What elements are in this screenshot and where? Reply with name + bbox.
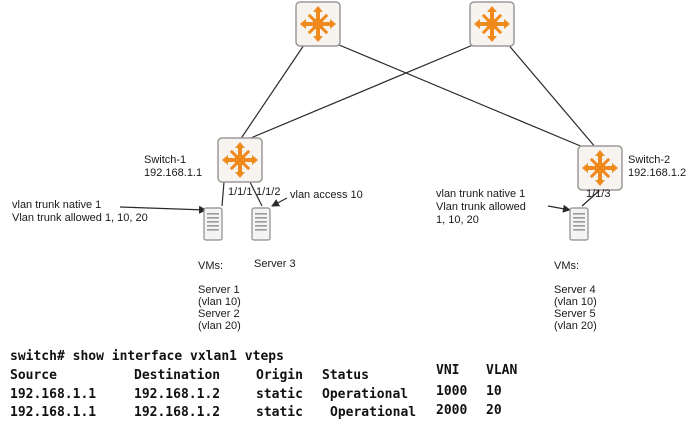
switch1-ip: 192.168.1.1 xyxy=(144,167,203,179)
cli-row2-status: Operational xyxy=(330,405,417,420)
link-switch2-server-right xyxy=(581,189,601,207)
cli-row2-origin: static xyxy=(256,405,303,420)
vms-right-title: VMs: xyxy=(554,260,580,272)
cli-row2-source: 192.168.1.1 xyxy=(10,405,97,420)
cli-header-source: Source xyxy=(10,368,57,383)
right-trunk-vlans: 1, 10, 20 xyxy=(436,214,479,226)
cli-row2-vlan: 20 xyxy=(486,403,502,418)
port-1-1-1: 1/1/1 xyxy=(228,186,253,198)
arrow-access xyxy=(271,197,288,207)
cli-row1-vni: 1000 xyxy=(436,384,468,399)
server3-icon xyxy=(251,207,271,241)
cli-row1-origin: static xyxy=(256,387,303,402)
cli-row1-destination: 192.168.1.2 xyxy=(134,387,221,402)
server3-label: Server 3 xyxy=(254,258,296,270)
vm-server4-vlan: (vlan 10) xyxy=(554,296,597,308)
port-1-1-2: 1/1/2 xyxy=(256,186,281,198)
vm-server1: Server 1 xyxy=(198,284,240,296)
vm-server1-vlan: (vlan 10) xyxy=(198,296,241,308)
link-spine2-switch1 xyxy=(245,41,481,141)
switch-1-icon xyxy=(217,137,263,183)
server-right-icon xyxy=(569,207,589,241)
left-trunk-allowed: Vlan trunk allowed 1, 10, 20 xyxy=(12,212,148,224)
spine-switch-1-icon xyxy=(295,1,341,47)
cli-row1-status: Operational xyxy=(322,387,409,402)
switch2-ip: 192.168.1.2 xyxy=(628,167,687,179)
right-trunk-allowed: Vlan trunk allowed xyxy=(436,201,526,213)
vms-left-title: VMs: xyxy=(198,260,224,272)
cli-header-vni: VNI xyxy=(436,363,460,378)
switch-2-icon xyxy=(577,145,623,191)
cli-row2-vni: 2000 xyxy=(436,403,468,418)
left-trunk-native: vlan trunk native 1 xyxy=(12,199,102,211)
arrow-left-trunk xyxy=(119,205,207,214)
link-switch1-server-left xyxy=(221,181,225,207)
link-spine1-switch1 xyxy=(239,41,307,141)
switch2-name: Switch-2 xyxy=(628,154,671,166)
link-switch1-server3 xyxy=(249,181,263,207)
spine-switch-2-icon xyxy=(469,1,515,47)
right-trunk-native: vlan trunk native 1 xyxy=(436,188,526,200)
uplink-lines xyxy=(239,41,597,151)
link-spine1-switch2 xyxy=(331,41,591,151)
cli-row1-vlan: 10 xyxy=(486,384,502,399)
access-vlan-label: vlan access 10 xyxy=(290,189,363,201)
vm-server5-vlan: (vlan 20) xyxy=(554,320,597,332)
cli-row1-source: 192.168.1.1 xyxy=(10,387,97,402)
cli-header-origin: Origin xyxy=(256,368,303,383)
switch1-name: Switch-1 xyxy=(144,154,187,166)
cli-row2-destination: 192.168.1.2 xyxy=(134,405,221,420)
cli-header-status: Status xyxy=(322,368,369,383)
cli-header-destination: Destination xyxy=(134,368,221,383)
arrow-right-trunk xyxy=(547,204,571,213)
vm-server2-vlan: (vlan 20) xyxy=(198,320,241,332)
vm-server5: Server 5 xyxy=(554,308,596,320)
port-1-1-3: 1/1/3 xyxy=(586,188,611,200)
server-left-icon xyxy=(203,207,223,241)
link-spine2-switch2 xyxy=(505,41,597,149)
vm-server2: Server 2 xyxy=(198,308,240,320)
cli-header-vlan: VLAN xyxy=(486,363,518,378)
access-lines xyxy=(221,181,601,207)
vm-server4: Server 4 xyxy=(554,284,596,296)
cli-command: switch# show interface vxlan1 vteps xyxy=(10,349,284,364)
